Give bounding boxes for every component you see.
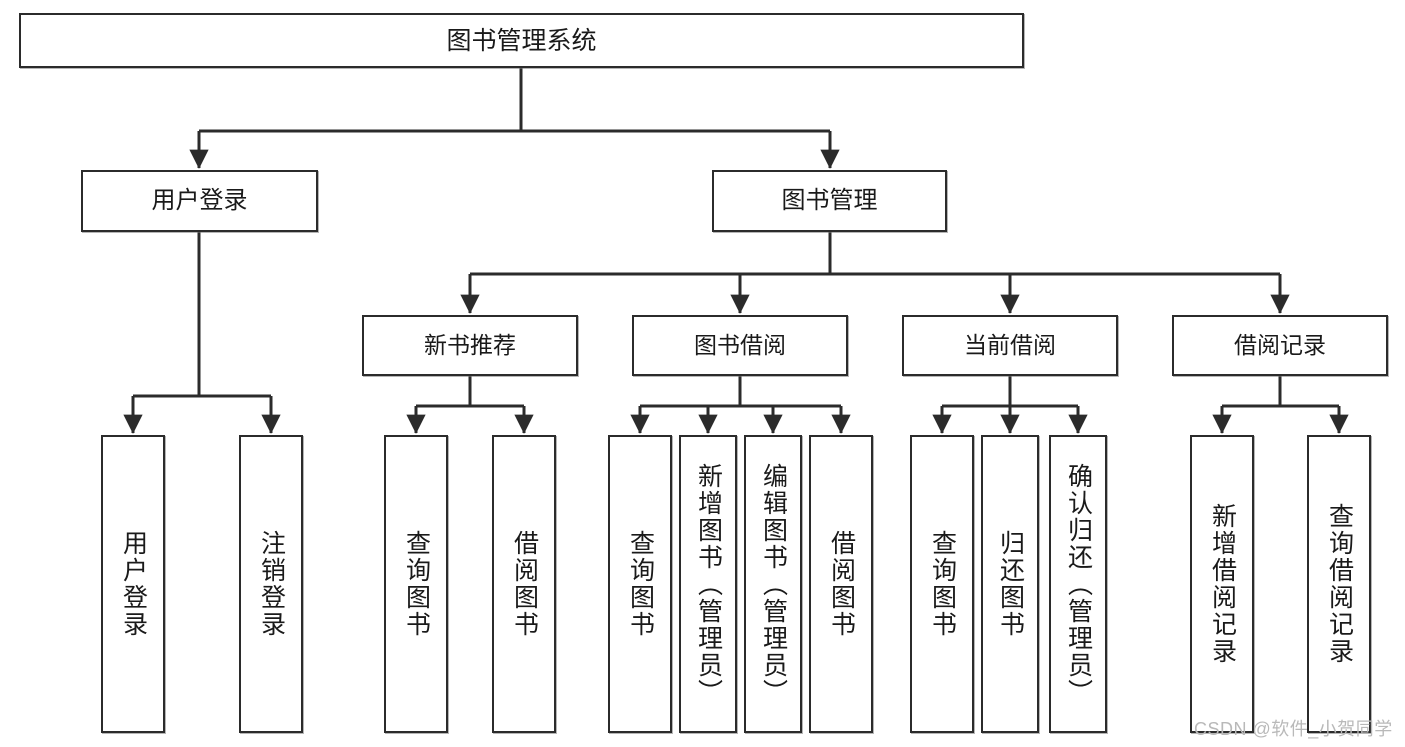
node-root-system[interactable]: 图书管理系统 [19, 13, 1024, 68]
leaf-confirm-return-admin[interactable]: 确认归还（管理员） [1049, 435, 1107, 733]
node-label: 查询图书 [928, 530, 957, 638]
leaf-add-book-admin[interactable]: 新增图书（管理员） [679, 435, 737, 733]
leaf-query-borrow-record[interactable]: 查询借阅记录 [1307, 435, 1371, 733]
leaf-logout[interactable]: 注销登录 [239, 435, 303, 733]
leaf-borrow-book[interactable]: 借阅图书 [809, 435, 873, 733]
leaf-query-book-current[interactable]: 查询图书 [910, 435, 974, 733]
leaf-add-borrow-record[interactable]: 新增借阅记录 [1190, 435, 1254, 733]
node-label: 图书管理 [781, 186, 878, 214]
leaf-user-login[interactable]: 用户登录 [101, 435, 165, 733]
node-label: 用户登录 [119, 530, 148, 638]
node-label: 借阅图书 [510, 530, 539, 638]
node-label: 确认归还（管理员） [1064, 462, 1093, 706]
node-label: 查询借阅记录 [1325, 503, 1354, 665]
node-book-management[interactable]: 图书管理 [712, 170, 947, 232]
watermark-text: CSDN @软件_小贺同学 [1194, 719, 1393, 739]
node-label: 借阅图书 [827, 530, 856, 638]
node-label: 新增借阅记录 [1208, 503, 1237, 665]
node-label: 图书管理系统 [446, 26, 597, 55]
node-label: 图书借阅 [694, 331, 786, 358]
node-label: 借阅记录 [1234, 331, 1326, 358]
node-new-book-recommendation[interactable]: 新书推荐 [362, 315, 578, 376]
node-book-borrow[interactable]: 图书借阅 [632, 315, 848, 376]
node-label: 用户登录 [151, 186, 248, 214]
node-current-borrow[interactable]: 当前借阅 [902, 315, 1118, 376]
leaf-return-book[interactable]: 归还图书 [981, 435, 1039, 733]
leaf-query-book-new[interactable]: 查询图书 [384, 435, 448, 733]
node-label: 新增图书（管理员） [694, 462, 723, 706]
node-borrow-record[interactable]: 借阅记录 [1172, 315, 1388, 376]
leaf-edit-book-admin[interactable]: 编辑图书（管理员） [744, 435, 802, 733]
node-label: 归还图书 [996, 530, 1025, 638]
node-user-login[interactable]: 用户登录 [81, 170, 318, 232]
node-label: 查询图书 [402, 530, 431, 638]
leaf-borrow-book-new[interactable]: 借阅图书 [492, 435, 556, 733]
node-label: 当前借阅 [964, 331, 1056, 358]
node-label: 查询图书 [626, 530, 655, 638]
node-label: 编辑图书（管理员） [759, 462, 788, 706]
node-label: 注销登录 [257, 530, 286, 638]
node-label: 新书推荐 [424, 331, 516, 358]
leaf-query-book[interactable]: 查询图书 [608, 435, 672, 733]
